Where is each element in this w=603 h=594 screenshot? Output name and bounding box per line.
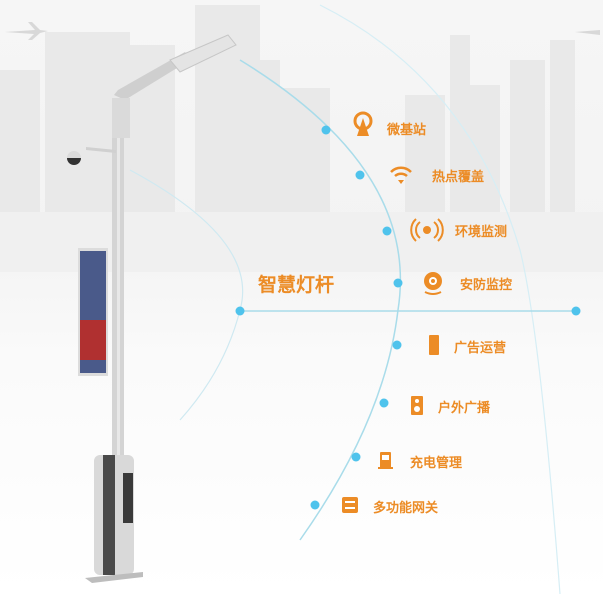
- feature-outdoor-broadcast: 户外广播: [438, 397, 490, 416]
- security-camera-icon: [424, 272, 442, 295]
- plane-icon: [5, 22, 600, 40]
- feature-label: 广告运营: [454, 341, 507, 356]
- feature-charging-management: 充电管理: [410, 452, 462, 471]
- feature-advertising-operation: 广告运营: [454, 337, 506, 356]
- city-skyline: [0, 5, 575, 212]
- wifi-icon: [390, 166, 412, 184]
- feature-label: 充电管理: [410, 456, 463, 471]
- feature-label: 热点覆盖: [432, 170, 485, 185]
- antenna-tower-icon: [353, 111, 373, 136]
- gateway-icon: [342, 497, 358, 513]
- feature-label: 微基站: [387, 123, 427, 138]
- feature-security-surveillance: 安防监控: [460, 274, 512, 293]
- feature-label: 安防监控: [460, 278, 513, 293]
- feature-label: 环境监测: [455, 225, 508, 240]
- feature-multifunction-gateway: 多功能网关: [373, 497, 438, 516]
- radio-signal-icon: [410, 218, 444, 242]
- connector-dots: [235, 125, 581, 510]
- feature-label: 户外广播: [438, 401, 491, 416]
- page-title: 智慧灯杆: [258, 274, 335, 296]
- speaker-icon: [411, 396, 423, 415]
- feature-micro-base-station: 微基站: [387, 119, 426, 138]
- charging-station-icon: [378, 452, 393, 469]
- smart-street-pole: [67, 34, 237, 583]
- billboard-icon: [429, 335, 439, 355]
- feature-hotspot-coverage: 热点覆盖: [432, 166, 484, 185]
- feature-environment-monitoring: 环境监测: [455, 221, 507, 240]
- feature-label: 多功能网关: [373, 501, 439, 516]
